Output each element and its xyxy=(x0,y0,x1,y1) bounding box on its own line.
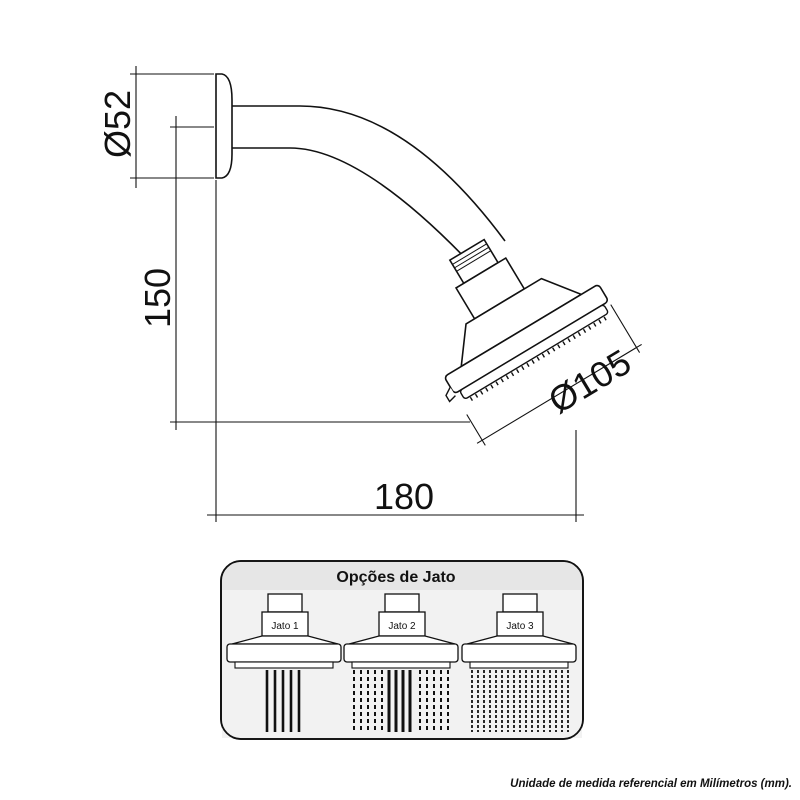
jet-options-panel: Opções de Jato Jato 1 Jato 2 xyxy=(220,560,584,740)
head-diameter-label: Ø105 xyxy=(541,341,638,422)
head-diameter-dimension xyxy=(466,304,642,446)
jet-selector-lever xyxy=(445,386,456,403)
jet-option-2-label: Jato 2 xyxy=(388,621,416,632)
jet-option-2: Jato 2 xyxy=(343,593,459,732)
dimension-lines xyxy=(130,66,584,522)
panel-title: Opções de Jato xyxy=(336,569,455,586)
jet-option-3-label: Jato 3 xyxy=(506,621,534,632)
jet-option-3: Jato 3 xyxy=(461,593,577,732)
jet-2-streams xyxy=(353,670,449,732)
flange-diameter-label: Ø52 xyxy=(97,90,138,158)
shower-head xyxy=(444,238,642,446)
wall-flange xyxy=(215,73,233,179)
jet-option-1-label: Jato 1 xyxy=(271,621,299,632)
width-label: 180 xyxy=(374,476,434,517)
jet-2-center-streams xyxy=(387,670,412,732)
units-footnote: Unidade de medida referencial em Milímet… xyxy=(510,778,792,790)
jet-option-1: Jato 1 xyxy=(226,593,342,732)
jet-3-streams xyxy=(471,670,569,732)
shower-arm xyxy=(232,105,506,264)
height-label: 150 xyxy=(137,268,178,328)
nozzles xyxy=(469,316,607,401)
jet-1-streams xyxy=(265,670,301,732)
